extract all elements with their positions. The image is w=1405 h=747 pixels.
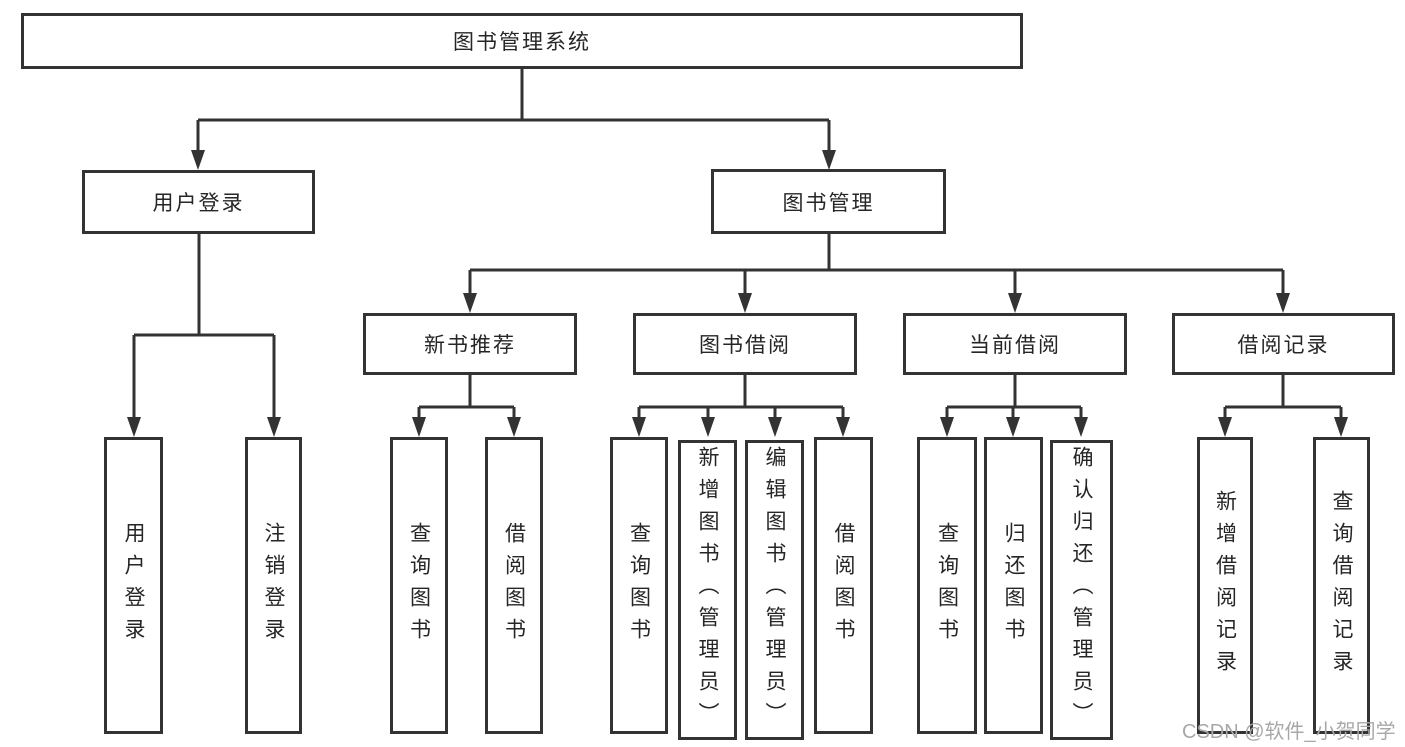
leaf-return-books: 归还图书	[984, 437, 1043, 734]
leaf-logout: 注销登录	[245, 437, 302, 734]
leaf-logout-label: 注销登录	[262, 521, 285, 650]
leaf-add-books-admin-label: 新增图书（管理员）	[696, 446, 719, 734]
leaf-add-books-admin: 新增图书（管理员）	[678, 440, 737, 740]
leaf-confirm-return-admin: 确认归还（管理员）	[1050, 440, 1113, 740]
node-user-login: 用户登录	[82, 170, 315, 234]
node-borrowing-records: 借阅记录	[1172, 313, 1395, 375]
leaf-query-borrow-record: 查询借阅记录	[1313, 437, 1370, 734]
leaf-user-login-label: 用户登录	[122, 521, 145, 650]
leaf-query-books-recommend: 查询图书	[390, 437, 448, 734]
leaf-edit-books-admin: 编辑图书（管理员）	[745, 440, 804, 740]
leaf-query-books-recommend-label: 查询图书	[407, 521, 431, 650]
node-new-book-recommendation: 新书推荐	[363, 313, 577, 375]
leaf-borrow-books-recommend: 借阅图书	[485, 437, 543, 734]
leaf-edit-books-admin-label: 编辑图书（管理员）	[763, 446, 786, 734]
leaf-confirm-return-admin-label: 确认归还（管理员）	[1070, 446, 1093, 734]
leaf-query-books-current: 查询图书	[917, 437, 977, 734]
leaf-borrow-books-borrowing: 借阅图书	[814, 437, 873, 734]
leaf-query-books-borrowing: 查询图书	[610, 437, 668, 734]
leaf-user-login: 用户登录	[104, 437, 163, 734]
leaf-borrow-books-borrowing-label: 借阅图书	[832, 521, 855, 650]
leaf-query-books-current-label: 查询图书	[935, 521, 959, 650]
leaf-return-books-label: 归还图书	[1002, 521, 1025, 650]
leaf-add-borrow-record: 新增借阅记录	[1197, 437, 1253, 734]
leaf-add-borrow-record-label: 新增借阅记录	[1213, 489, 1237, 682]
leaf-query-borrow-record-label: 查询借阅记录	[1330, 489, 1353, 682]
node-library-management-system: 图书管理系统	[21, 13, 1023, 69]
node-book-management: 图书管理	[711, 169, 946, 234]
leaf-query-books-borrowing-label: 查询图书	[627, 521, 651, 650]
node-current-borrowing: 当前借阅	[903, 313, 1127, 375]
node-book-borrowing: 图书借阅	[633, 313, 857, 375]
leaf-borrow-books-recommend-label: 借阅图书	[502, 521, 526, 650]
